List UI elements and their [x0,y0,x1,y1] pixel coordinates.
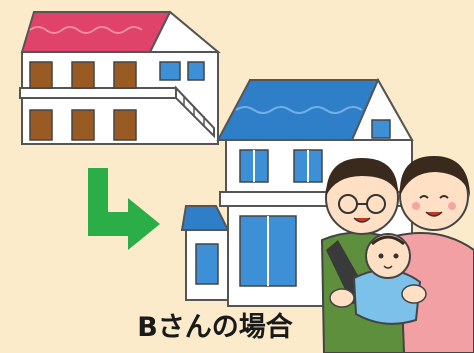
down-right-arrow-icon [88,168,160,250]
caption: Bさんの場合 [137,312,293,343]
apartment-building-icon [19,10,221,145]
family-icon [320,156,474,353]
